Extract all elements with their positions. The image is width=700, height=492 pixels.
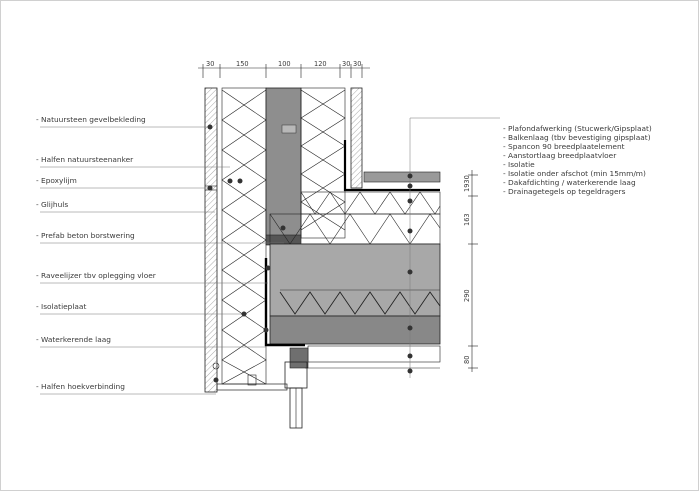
inner-lining <box>350 87 363 189</box>
prefab-concrete-column <box>265 87 302 246</box>
label-afschot: - Isolatie onder afschot (min 15mm/m) <box>503 169 646 178</box>
cavity-insulation-left <box>221 87 267 385</box>
label-waterkerend: - Waterkerende laag <box>36 335 111 344</box>
label-dakafdichting: - Dakafdichting / waterkerende laag <box>503 178 636 187</box>
label-halfen-anker: - Halfen natuursteenanker <box>36 155 134 164</box>
dim-right-2: 163 <box>463 213 471 226</box>
right-dimension-line: 1930 163 290 80 <box>463 170 478 372</box>
label-balkenlaag: - Balkenlaag (tbv bevestiging gipsplaat) <box>503 133 651 142</box>
dim-top-2: 150 <box>236 60 249 68</box>
label-isolatie-dak: - Isolatie <box>503 160 535 169</box>
window-frame <box>212 361 308 429</box>
label-glijhuls: - Glijhuls <box>36 200 68 209</box>
label-hoek: - Halfen hoekverbinding <box>36 382 125 391</box>
ceiling-finish <box>289 345 441 369</box>
dim-top-4: 120 <box>314 60 327 68</box>
cavity-insulation-right <box>300 87 346 239</box>
left-label-list: - Natuursteen gevelbekleding - Halfen na… <box>36 115 157 391</box>
dim-top-1: 30 <box>206 60 214 68</box>
dim-top-5: 30 <box>342 60 350 68</box>
dim-right-1: 1930 <box>463 175 471 192</box>
stone-cladding <box>204 87 218 393</box>
reference-dots <box>207 124 413 383</box>
label-drainage: - Drainagetegels op tegeldragers <box>503 187 626 196</box>
label-plafond: - Plafondafwerking (Stucwerk/Gipsplaat) <box>503 124 652 133</box>
label-spancon: - Spancon 90 breedplaatelement <box>503 142 625 151</box>
dim-right-3: 290 <box>463 289 471 302</box>
right-label-list: - Plafondafwerking (Stucwerk/Gipsplaat) … <box>503 124 652 196</box>
label-prefab: - Prefab beton borstwering <box>36 231 135 240</box>
dim-right-4: 80 <box>463 356 471 364</box>
top-dimension-line: 30 150 100 120 30 30 <box>198 60 370 78</box>
floor-slab <box>264 243 441 347</box>
label-epoxy: - Epoxylijm <box>36 176 77 185</box>
label-isolatie: - Isolatieplaat <box>36 302 86 311</box>
left-leaders <box>40 126 284 395</box>
dim-top-6: 30 <box>353 60 361 68</box>
label-raveel: - Raveelijzer tbv oplegging vloer <box>36 271 157 280</box>
label-aanstort: - Aanstortlaag breedplaatvloer <box>503 151 617 160</box>
roof-buildup <box>269 140 441 245</box>
dim-top-3: 100 <box>278 60 291 68</box>
label-natuursteen: - Natuursteen gevelbekleding <box>36 115 146 124</box>
right-leaders <box>409 117 500 378</box>
